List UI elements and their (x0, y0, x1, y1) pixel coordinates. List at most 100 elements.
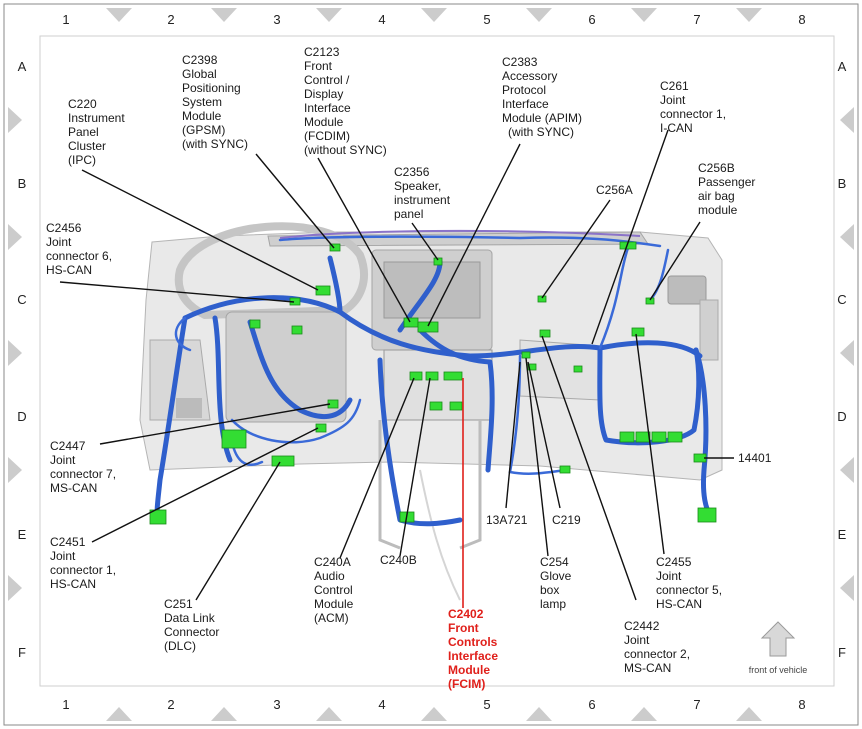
leader-c2455 (635, 333, 665, 555)
leader-c2398 (255, 153, 335, 249)
grid-col-8-bottom: 8 (798, 697, 805, 712)
chevron-top-5 (631, 8, 657, 22)
chevron-bottom-3 (421, 707, 447, 721)
connector-cluster-right (291, 325, 303, 335)
connector-c2356 (433, 257, 443, 266)
grid-column-labels-top: 1 2 3 4 5 6 7 8 (62, 12, 805, 27)
label-c2356: C2356 Speaker, instrument panel (394, 165, 453, 221)
connector-passenger-block-3 (651, 431, 667, 443)
label-13a721: 13A721 (486, 513, 528, 527)
leader-c254 (525, 357, 549, 557)
connector-c2442 (539, 329, 551, 338)
connector-passenger-block-1 (619, 431, 635, 443)
connector-c2451 (315, 423, 327, 433)
leader-c240a (339, 377, 415, 559)
grid-row-b-left: B (18, 176, 27, 191)
leader-c220 (81, 169, 319, 291)
connector-c254 (521, 351, 531, 359)
connector-c251 (271, 455, 295, 467)
label-c2402: C2402 Front Controls Interface Module (F… (448, 607, 501, 691)
label-c2442: C2442 Joint connector 2, MS-CAN (624, 619, 693, 675)
chevron-bottom-6 (736, 707, 762, 721)
leader-lines (59, 129, 734, 608)
chevron-bottom-5 (631, 707, 657, 721)
label-c2398: C2398 Global Positioning System Module (… (182, 53, 248, 151)
grid-row-e-right: E (838, 527, 847, 542)
connector-c256b (645, 297, 655, 305)
grid-col-6-bottom: 6 (588, 697, 595, 712)
label-c256b: C256B Passenger air bag module (698, 161, 759, 217)
connector-passenger-block-2 (635, 431, 651, 443)
connector-glove-right (559, 465, 571, 474)
label-c240a: C240A Audio Control Module (ACM) (314, 555, 357, 625)
grid-row-d-right: D (837, 409, 846, 424)
chevron-right-2 (840, 340, 854, 366)
chevron-bottom-4 (526, 707, 552, 721)
connector-c2398 (329, 243, 341, 252)
label-c251: C251 Data Link Connector (DLC) (164, 597, 223, 653)
label-c254: C254 Glove box lamp (540, 555, 575, 611)
connector-c2402 (443, 371, 463, 381)
grid-row-a-left: A (18, 59, 27, 74)
label-c261: C261 Joint connector 1, I-CAN (660, 79, 729, 135)
chevron-right-1 (840, 224, 854, 250)
leader-c256b (649, 221, 701, 301)
chevron-top-4 (526, 8, 552, 22)
connector-c240b (425, 371, 439, 381)
chevron-top-0 (106, 8, 132, 22)
diagram-inner-frame (39, 35, 835, 687)
connector-c2455 (631, 327, 645, 337)
chevron-right-0 (840, 107, 854, 133)
connector-c256a (537, 295, 547, 303)
label-c2451: C2451 Joint connector 1, HS-CAN (50, 535, 119, 591)
chevron-top-2 (316, 8, 342, 22)
leader-c2456 (59, 281, 295, 303)
chevron-bottom-1 (211, 707, 237, 721)
grid-col-4-bottom: 4 (378, 697, 385, 712)
connector-c2383 (417, 321, 439, 333)
grid-row-f-left: F (18, 645, 26, 660)
leader-c2356 (411, 222, 439, 261)
connector-c220 (315, 285, 331, 296)
grid-col-7-bottom: 7 (693, 697, 700, 712)
leader-c2383 (427, 143, 521, 327)
leader-c219 (527, 361, 561, 509)
connector-passenger-block-4 (667, 431, 683, 443)
label-c2383: C2383 Accessory Protocol Interface Modul… (502, 55, 585, 139)
leader-c2442 (541, 335, 637, 601)
front-arrow-icon (760, 621, 796, 657)
label-c2456: C2456 Joint connector 6, HS-CAN (46, 221, 115, 277)
grid-col-3-bottom: 3 (273, 697, 280, 712)
connector-c219 (527, 363, 537, 371)
connector-stack-lower-2 (449, 401, 463, 411)
grid-col-1-bottom: 1 (62, 697, 69, 712)
chevron-bottom-0 (106, 707, 132, 721)
chevron-left-4 (8, 575, 22, 601)
leader-c2123 (317, 157, 411, 323)
leader-c2447 (99, 403, 331, 445)
label-c256a: C256A (596, 183, 633, 197)
grid-row-c-right: C (837, 292, 846, 307)
chevron-left-2 (8, 340, 22, 366)
leader-c251 (195, 461, 281, 601)
front-of-vehicle-indicator: front of vehicle (749, 621, 808, 675)
grid-row-b-right: B (838, 176, 847, 191)
leader-c256a (541, 199, 611, 299)
grid-row-d-left: D (17, 409, 26, 424)
front-of-vehicle-label: front of vehicle (749, 665, 808, 675)
grid-row-f-right: F (838, 645, 846, 660)
chevron-bottom-2 (316, 707, 342, 721)
grid-row-e-left: E (18, 527, 27, 542)
chevron-right-3 (840, 457, 854, 483)
grid-column-labels-bottom: 1 2 3 4 5 6 7 8 (62, 697, 805, 712)
grid-col-3-top: 3 (273, 12, 280, 27)
grid-col-8-top: 8 (798, 12, 805, 27)
grid-row-labels-left: A B C D E F (17, 59, 26, 660)
grid-col-4-top: 4 (378, 12, 385, 27)
leader-c240b (399, 377, 431, 557)
leader-c2451 (91, 427, 319, 543)
chevron-top-1 (211, 8, 237, 22)
label-c219: C219 (552, 513, 581, 527)
grid-col-5-top: 5 (483, 12, 490, 27)
